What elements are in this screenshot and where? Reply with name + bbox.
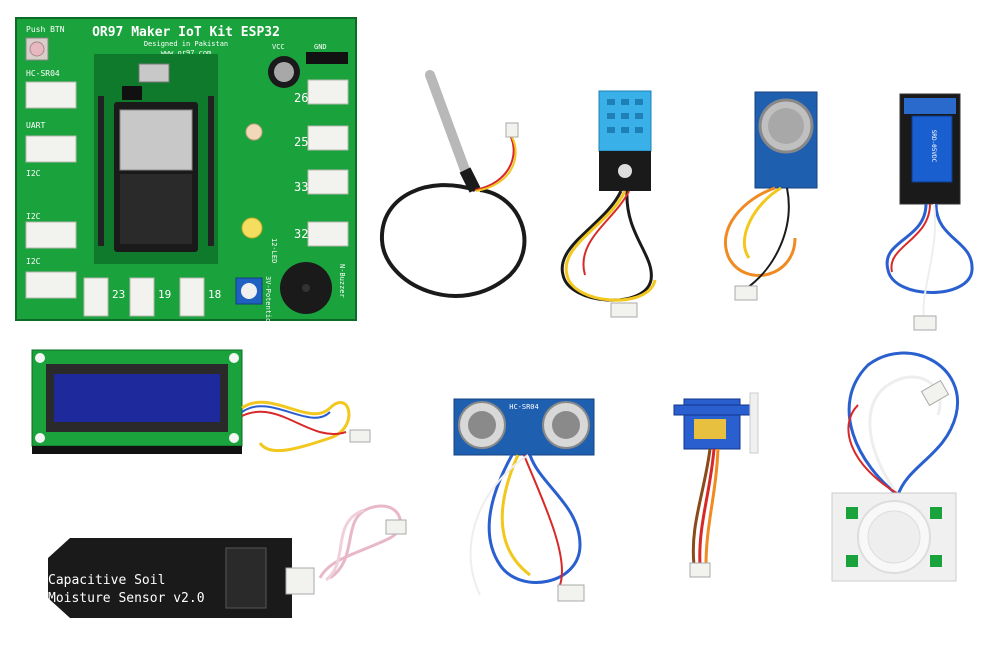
board-subtitle: Designed in Pakistan [144,40,228,48]
soil-sensor-line2: Moisture Sensor v2.0 [48,591,205,606]
pin-18: 18 [208,288,221,301]
ultrasonic-model: HC-SR04 [509,403,539,411]
pin-32: 32 [294,227,308,241]
pir-motion-sensor [828,345,973,585]
uart-label: UART [26,121,45,130]
relay-module: SRD-05VDC [880,90,980,340]
ultrasonic-sensor: HC-SR04 [440,395,610,610]
pin-23: 23 [112,288,125,301]
push-btn-label: Push BTN [26,25,65,34]
mq-gas-sensor [715,88,835,313]
board-url: www.or97.com [161,49,212,57]
pin-33: 33 [294,180,308,194]
vcc-label: VCC [272,43,285,51]
soil-moisture-sensor: Capacitive Soil Moisture Sensor v2.0 [30,498,415,623]
board-title: OR97 Maker IoT Kit ESP32 [92,25,280,40]
soil-sensor-line1: Capacitive Soil [48,573,165,588]
i2c-label-3: I2C [26,257,41,266]
gnd-label: GND [314,43,327,51]
servo-motor [670,385,770,585]
i2c-label-1: I2C [26,169,41,178]
dht11-sensor [555,85,665,335]
pin-19: 19 [158,288,171,301]
potentiometer-label: 3V-Potentio [264,276,272,322]
lcd-display [30,348,375,478]
relay-label: SRD-05VDC [930,130,937,163]
hcsr04-label: HC-SR04 [26,69,60,78]
esp32-maker-board: OR97 Maker IoT Kit ESP32 Designed in Pak… [14,16,358,322]
pin-25: 25 [294,135,308,149]
buzzer-label: N-Buzzer [338,264,346,298]
temperature-probe [370,55,545,330]
led-label: 12-LED [270,238,278,263]
i2c-label-2: I2C [26,212,41,221]
pin-26: 26 [294,91,308,105]
